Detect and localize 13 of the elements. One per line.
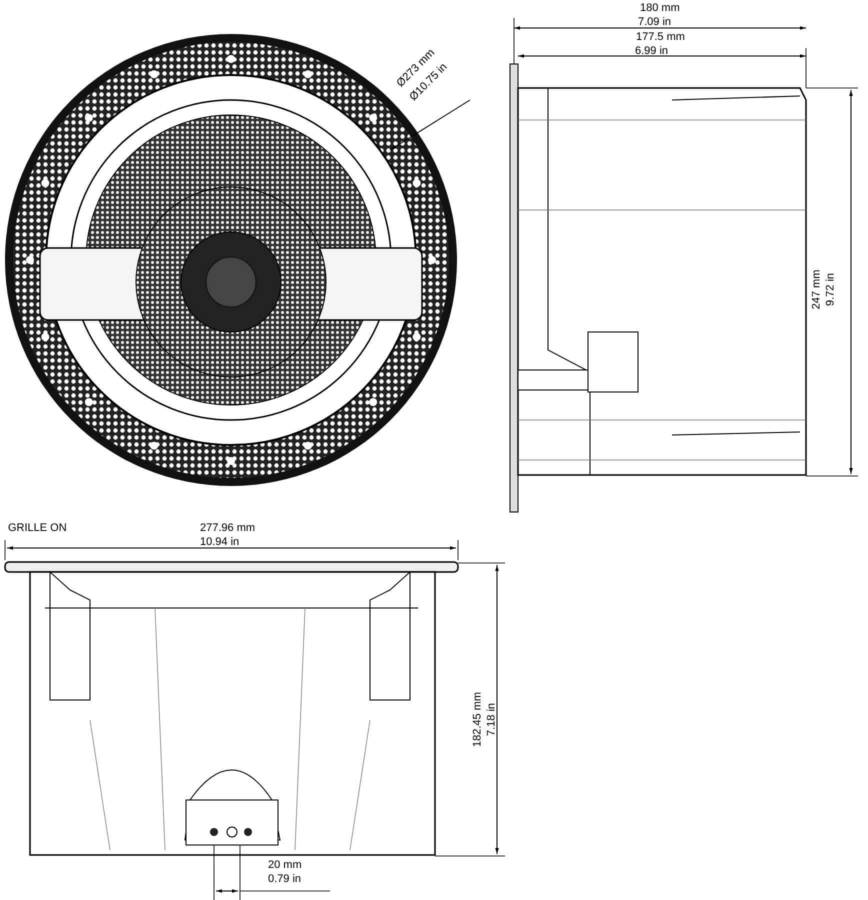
dimension-label: GRILLE ON [8, 522, 67, 535]
dimension-label: 182.45 mm [472, 690, 484, 750]
dimension-label: 20 mm [268, 859, 302, 872]
dimension-label: 177.5 mm [636, 31, 685, 44]
dimension-label: 277.96 mm [200, 522, 256, 535]
dimension-label: 247 mm [810, 268, 824, 312]
dimension-label: 180 mm [640, 2, 680, 15]
dimension-label: 7.09 in [638, 16, 672, 29]
dimension-label: 0.79 in [268, 873, 302, 886]
dimension-label: 6.99 in [635, 45, 668, 58]
dimension-label: 7.18 in [486, 702, 498, 738]
dimension-label: 9.72 in [824, 272, 838, 308]
dimension-label: 10.94 in [200, 536, 240, 549]
